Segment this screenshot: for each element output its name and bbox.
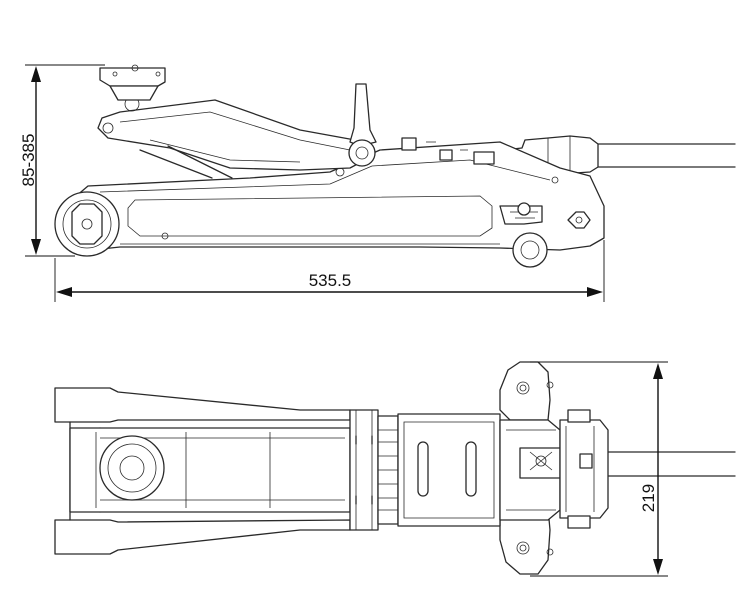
top-view [54,361,736,575]
top-rear-plate [499,361,551,421]
rivet [551,176,559,184]
side-saddle [99,64,166,101]
height-range-label: 85-385 [19,134,38,187]
length-label: 535.5 [309,271,352,290]
length-dimension: 535.5 [54,240,605,302]
rivet [161,232,169,240]
top-handle [589,451,736,477]
top-frame-lower [54,519,351,555]
side-front-wheel [54,191,120,257]
top-saddle [99,435,165,501]
width-label: 219 [639,484,658,512]
slot [465,441,477,497]
side-view [54,64,736,268]
top-frame-upper [54,387,351,423]
width-dimension: 219 [530,361,668,577]
side-lift-arm [97,99,366,171]
slot [417,441,429,497]
side-frame [61,141,605,251]
height-dimension: 85-385 [19,64,105,257]
top-pump-plate [397,413,501,527]
side-pedal [349,83,377,147]
side-rear-caster [499,202,548,268]
top-mid-section [349,409,379,531]
pivot-bolt [348,139,376,167]
side-nut [567,211,591,229]
